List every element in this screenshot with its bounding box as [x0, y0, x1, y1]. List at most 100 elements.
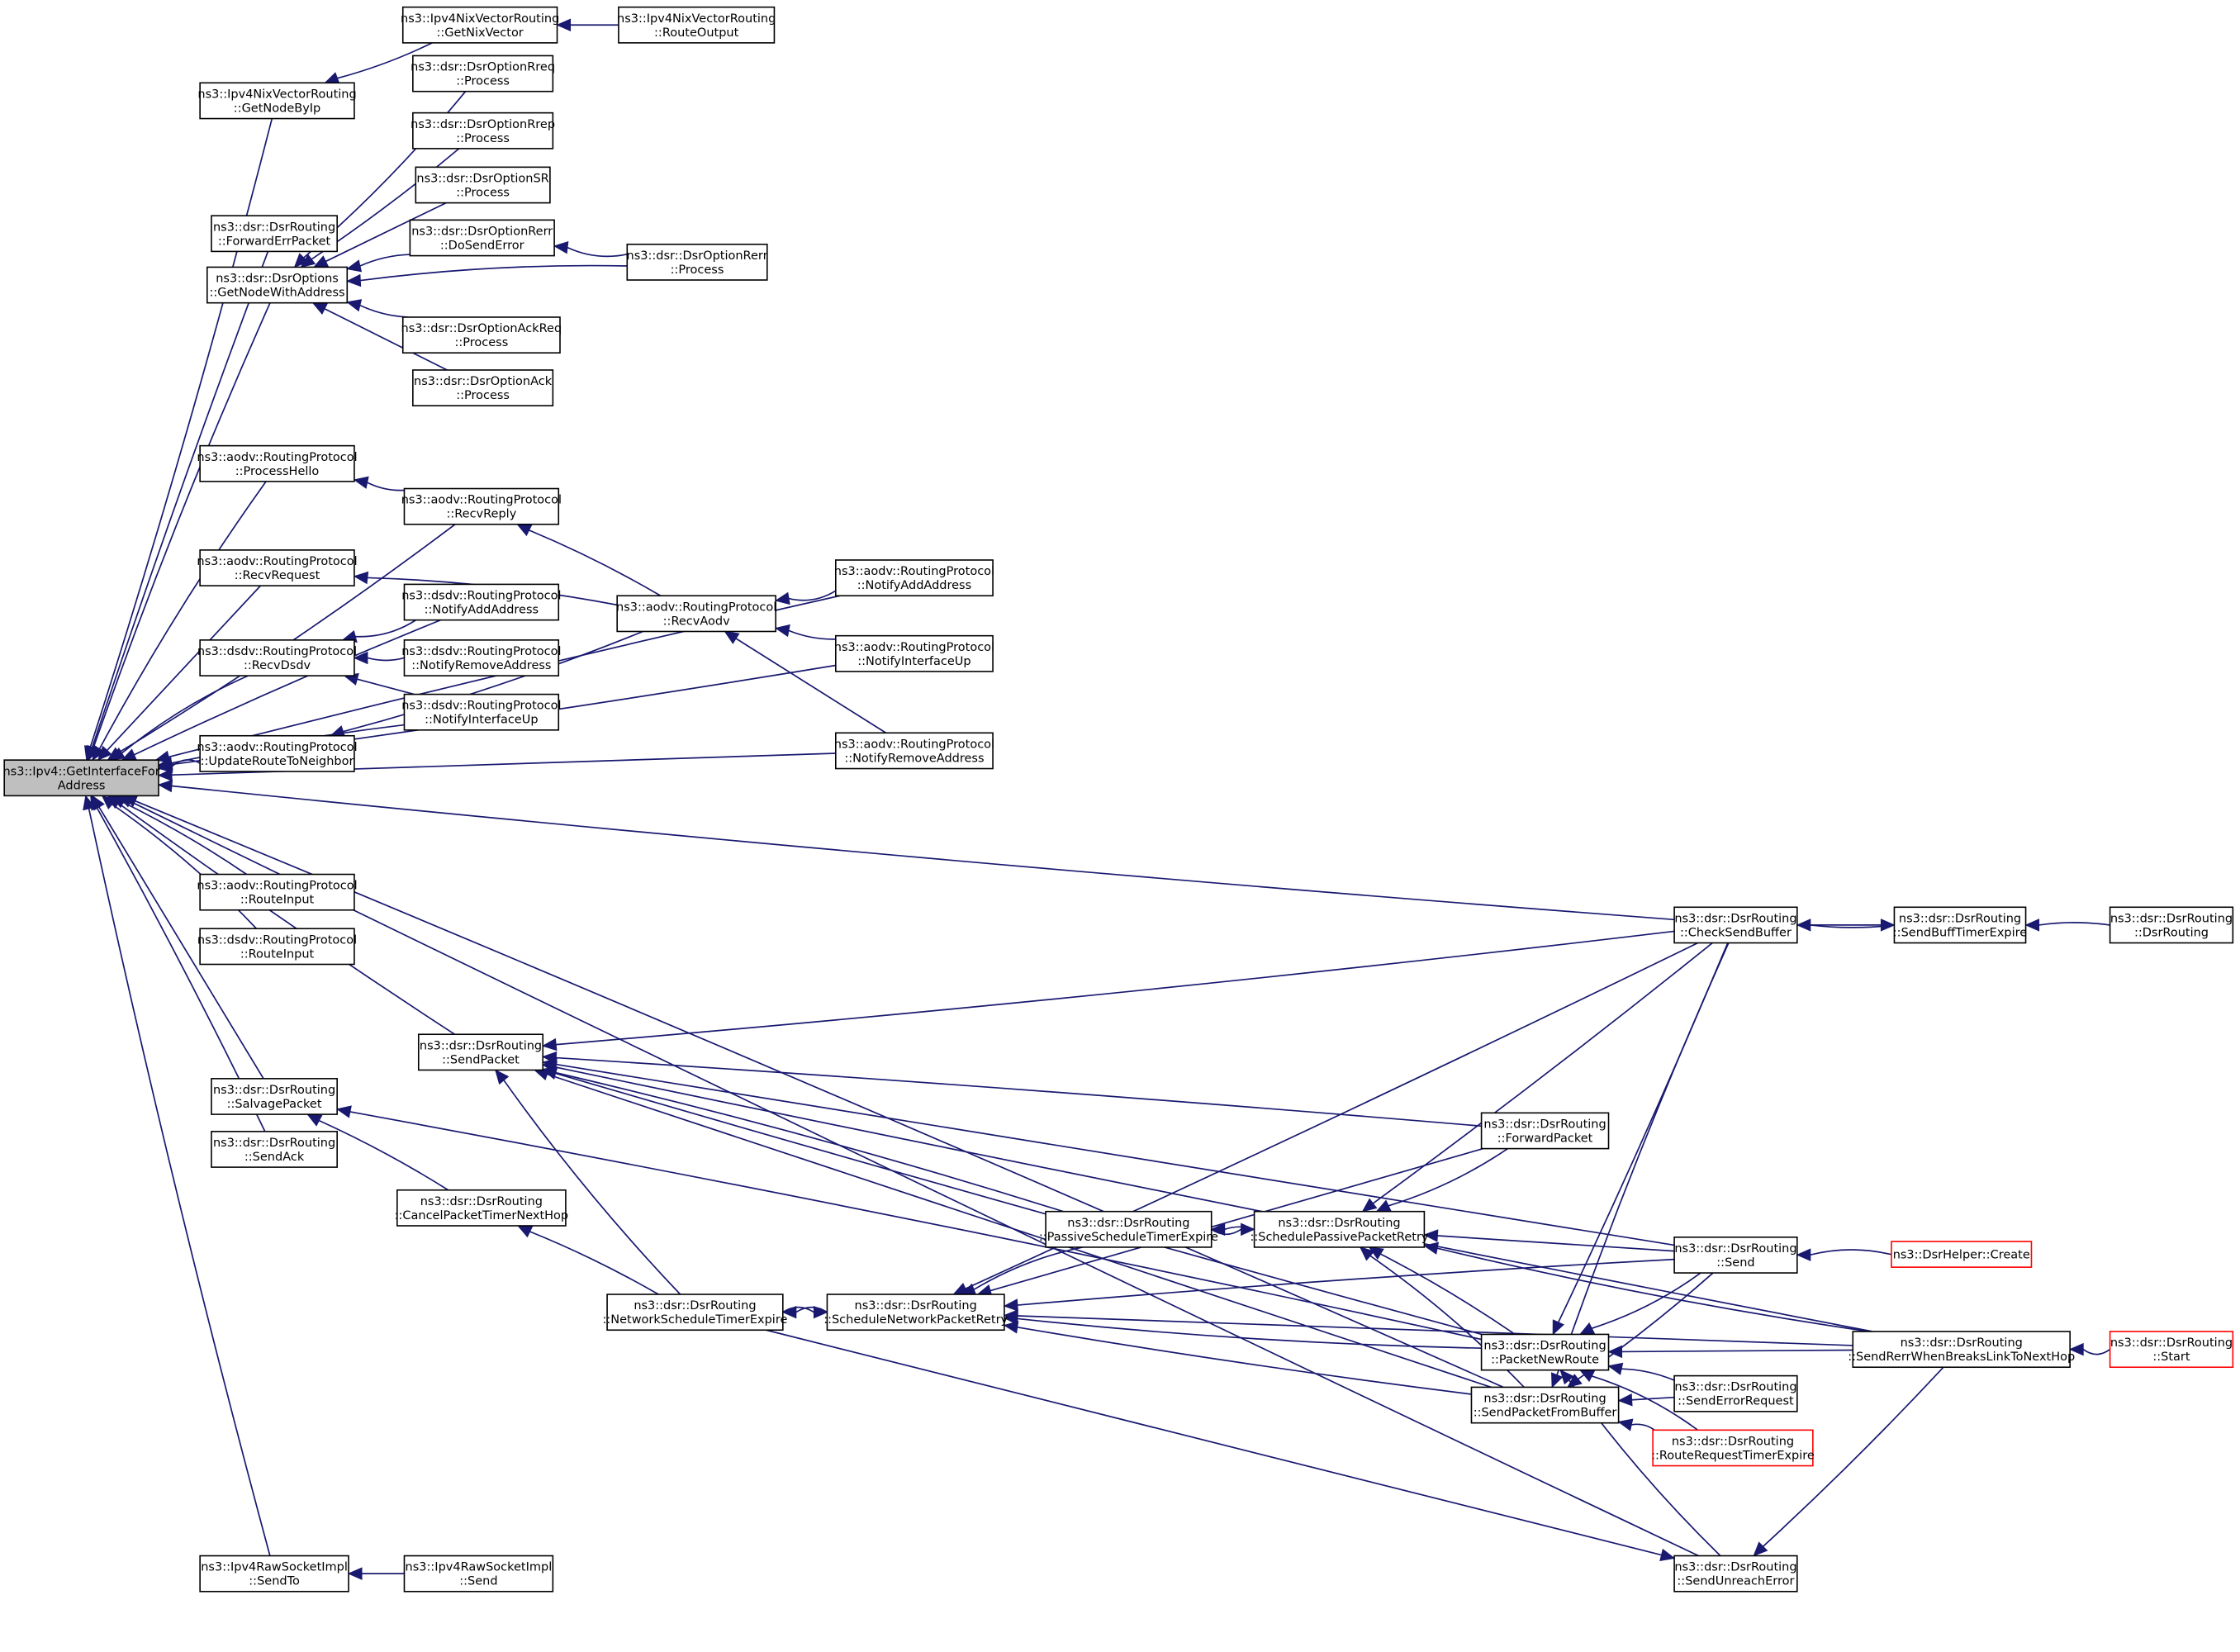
node-label: ns3::dsr::DsrRouting: [2110, 912, 2233, 925]
node-label: ns3::aodv::RoutingProtocol: [834, 641, 994, 654]
node-label: ::Process: [671, 263, 724, 277]
node-box: [1893, 906, 2027, 944]
function-node-ns3-dsr-dsrrouting-networkscheduletimerexpire[interactable]: ns3::dsr::DsrRouting::NetworkScheduleTim…: [602, 1294, 787, 1332]
node-box: [401, 316, 561, 354]
function-node-ns3-dsr-dsrrouting-salvagepacket[interactable]: ns3::dsr::DsrRouting::SalvagePacket: [211, 1078, 338, 1115]
function-node-ns3-dsdv-routingprotocol-recvdsdv[interactable]: ns3::dsdv::RoutingProtocol::RecvDsdv: [197, 639, 357, 676]
arrowhead-icon: [1617, 1418, 1634, 1431]
node-label: ::RouteInput: [240, 894, 315, 907]
arrowhead-icon: [157, 757, 173, 771]
edge-line: [788, 629, 836, 640]
function-node-ns3-dsr-dsrrouting-send[interactable]: ns3::dsr::DsrRouting::Send: [1673, 1237, 1798, 1274]
node-label: ::NetworkScheduleTimerExpire: [602, 1313, 787, 1327]
function-node-ns3-aodv-routingprotocol-updateroutetoneighbor[interactable]: ns3::aodv::RoutingProtocol::UpdateRouteT…: [197, 734, 358, 772]
function-node-ns3-ipv4nixvectorrouting-getnodebyip[interactable]: ns3::Ipv4NixVectorRouting::GetNodeByIp: [197, 82, 357, 120]
call-edge-recvdsdv-to-root: [109, 675, 249, 761]
function-node-ns3-dsr-dsrrouting-forwarderrpacket[interactable]: ns3::dsr::DsrRouting::ForwardErrPacket: [211, 215, 338, 253]
function-node-ns3-dsr-dsrrouting-passivescheduletimerexpire[interactable]: ns3::dsr::DsrRouting::PassiveScheduleTim…: [1039, 1210, 1218, 1248]
function-node-ns3-dsr-dsrrouting-sendpacket[interactable]: ns3::dsr::DsrRouting::SendPacket: [417, 1033, 544, 1071]
function-node-ns3-dsdv-routingprotocol-routeinput[interactable]: ns3::dsdv::RoutingProtocol::RouteInput: [197, 928, 357, 966]
node-box: [606, 1294, 784, 1332]
function-node-ns3-dsr-dsrrouting-sendunreacherror[interactable]: ns3::dsr::DsrRouting::SendUnreachError: [1673, 1555, 1798, 1593]
function-node-ns3-dsdv-routingprotocol-notifyremoveaddress[interactable]: ns3::dsdv::RoutingProtocol::NotifyRemove…: [401, 639, 562, 676]
function-node-ns3-dsr-dsrrouting-senderrorrequest[interactable]: ns3::dsr::DsrRouting::SendErrorRequest: [1673, 1374, 1798, 1412]
function-node-ns3-dsr-dsrrouting-schedulenetworkpacketretry[interactable]: ns3::dsr::DsrRouting::ScheduleNetworkPac…: [823, 1294, 1008, 1332]
function-node-ns3-dsr-dsrrouting-packetnewroute[interactable]: ns3::dsr::DsrRouting::PacketNewRoute: [1480, 1333, 1610, 1371]
call-edge-dsdvnotifyremove-to-recvdsdv: [353, 651, 405, 665]
edge-line: [556, 930, 1675, 1046]
node-box: [403, 487, 560, 525]
arrowhead-icon: [1567, 1374, 1583, 1389]
arrowhead-icon: [1423, 1241, 1440, 1255]
node-box: [412, 55, 554, 93]
arrowhead-icon: [346, 273, 362, 287]
edge-line: [112, 804, 258, 929]
call-edge-aodvnotifyremove-to-recvaodv: [724, 630, 887, 734]
function-node-ns3-dsr-dsroptionackreq-process[interactable]: ns3::dsr::DsrOptionAckReq::Process: [401, 316, 562, 354]
node-label: ns3::dsdv::RoutingProtocol: [401, 645, 561, 658]
node-label: ns3::Ipv4NixVectorRouting: [197, 88, 356, 101]
function-node-ns3-dsr-dsrrouting-cancelpackettimernexthop[interactable]: ns3::dsr::DsrRouting::CancelPacketTimerN…: [395, 1189, 569, 1227]
function-node-ns3-dsr-dsrrouting-sendrerrwhenbreakslinktonexthop[interactable]: ns3::dsr::DsrRouting::SendRerrWhenBreaks…: [1848, 1331, 2075, 1369]
function-node-ns3-dsr-dsrrouting-sendbufftimerexpire[interactable]: ns3::dsr::DsrRouting::SendBuffTimerExpir…: [1893, 906, 2027, 944]
function-node-ns3-dsdv-routingprotocol-notifyinterfaceup[interactable]: ns3::dsdv::RoutingProtocol::NotifyInterf…: [401, 693, 562, 731]
node-label: ns3::dsr::DsrRouting: [1483, 1340, 1606, 1353]
function-node-ns3-dsdv-routingprotocol-notifyaddaddress[interactable]: ns3::dsdv::RoutingProtocol::NotifyAddAdd…: [401, 583, 562, 621]
arrowhead-icon: [107, 795, 123, 809]
function-node-ns3-aodv-routingprotocol-recvreply[interactable]: ns3::aodv::RoutingProtocol::RecvReply: [401, 487, 562, 525]
call-edge-dsrroutingctor-to-sendbuffexpire: [2024, 919, 2110, 932]
call-edge-netschedexpire-to-sendunreach: [766, 1329, 1676, 1561]
edge-line: [503, 1080, 681, 1295]
function-node-ns3-dsr-dsrrouting-dsrrouting[interactable]: ns3::dsr::DsrRouting::DsrRouting: [2109, 906, 2234, 944]
node-label: ns3::dsr::DsrRouting: [213, 1137, 335, 1150]
function-node-ns3-dsr-dsroptionrreq-process[interactable]: ns3::dsr::DsrOptionRreq::Process: [411, 55, 555, 93]
function-node-ns3-dsr-dsrrouting-start[interactable]: ns3::dsr::DsrRouting::Start: [2109, 1331, 2234, 1369]
node-box: [206, 266, 349, 304]
node-box: [409, 219, 555, 257]
function-node-ns3-dsr-dsrrouting-checksendbuffer[interactable]: ns3::dsr::DsrRouting::CheckSendBuffer: [1673, 906, 1798, 944]
edge-line: [735, 638, 887, 734]
edge-line: [98, 481, 267, 749]
function-node-ns3-ipv4nixvectorrouting-routeoutput[interactable]: ns3::Ipv4NixVectorRouting::RouteOutput: [617, 6, 776, 44]
function-node-ns3-dsr-dsroptionack-process[interactable]: ns3::dsr::DsrOptionAck::Process: [412, 369, 554, 407]
function-node-ns3-ipv4rawsocketimpl-send[interactable]: ns3::Ipv4RawSocketImpl::Send: [403, 1555, 554, 1593]
function-node-ns3-aodv-routingprotocol-notifyremoveaddress[interactable]: ns3::aodv::RoutingProtocol::NotifyRemove…: [834, 732, 994, 770]
function-node-ns3-aodv-routingprotocol-notifyaddaddress[interactable]: ns3::aodv::RoutingProtocol::NotifyAddAdd…: [834, 559, 994, 597]
function-node-ns3-dsr-dsroptions-getnodewithaddress[interactable]: ns3::dsr::DsrOptions::GetNodeWithAddress: [206, 266, 349, 304]
function-node-ns3-dsr-dsrrouting-routerequesttimerexpire[interactable]: ns3::dsr::DsrRouting::RouteRequestTimerE…: [1651, 1429, 1815, 1467]
call-edge-aodvnotifyadd-to-recvaodv: [774, 590, 837, 605]
function-node-ns3-dsr-dsroptionrerr-process[interactable]: ns3::dsr::DsrOptionRerr::Process: [626, 243, 768, 281]
function-node-ns3-dsr-dsrrouting-sendpacketfrombuffer[interactable]: ns3::dsr::DsrRouting::SendPacketFromBuff…: [1470, 1386, 1620, 1424]
node-box: [826, 1294, 1005, 1332]
arrowhead-icon: [1659, 1548, 1676, 1561]
function-node-ns3-ipv4rawsocketimpl-sendto[interactable]: ns3::Ipv4RawSocketImpl::SendTo: [199, 1555, 349, 1593]
function-node-ns3-ipv4nixvectorrouting-getnixvector[interactable]: ns3::Ipv4NixVectorRouting::GetNixVector: [401, 6, 559, 44]
edge-line: [1211, 1228, 1242, 1236]
function-node-ns3-dsr-dsrrouting-schedulepassivepacketretry[interactable]: ns3::dsr::DsrRouting::SchedulePassivePac…: [1250, 1210, 1429, 1248]
function-node-ns3-dsr-dsrrouting-sendack[interactable]: ns3::dsr::DsrRouting::SendAck: [211, 1131, 338, 1168]
arrowhead-icon: [83, 795, 96, 811]
call-edge-rawsendto-to-root: [83, 795, 271, 1556]
function-node-ns3-dsr-dsroptionrerr-dosenderror[interactable]: ns3::dsr::DsrOptionRerr::DoSendError: [409, 219, 555, 257]
function-node-ns3-dsrhelper-create[interactable]: ns3::DsrHelper::Create: [1891, 1241, 2033, 1268]
function-node-ns3-aodv-routingprotocol-notifyinterfaceup[interactable]: ns3::aodv::RoutingProtocol::NotifyInterf…: [834, 634, 994, 672]
node-label: ns3::dsr::DsrOptionRerr: [411, 225, 553, 238]
node-label: ns3::aodv::RoutingProtocol: [401, 494, 562, 507]
node-label: ns3::dsr::DsrOptionSR: [416, 172, 548, 185]
function-node-ns3-aodv-routingprotocol-processhello[interactable]: ns3::aodv::RoutingProtocol::ProcessHello: [197, 444, 358, 482]
edge-line: [1017, 1258, 1675, 1306]
node-label: ns3::Ipv4NixVectorRouting: [401, 12, 559, 26]
function-node-ns3-dsr-dsrrouting-forwardpacket[interactable]: ns3::dsr::DsrRouting::ForwardPacket: [1480, 1112, 1610, 1150]
function-node-ns3-aodv-routingprotocol-recvrequest[interactable]: ns3::aodv::RoutingProtocol::RecvRequest: [197, 549, 358, 586]
edge-line: [2082, 1348, 2111, 1355]
function-node-ns3-dsr-dsroptionsr-process[interactable]: ns3::dsr::DsrOptionSR::Process: [415, 166, 551, 204]
function-node-ns3-aodv-routingprotocol-routeinput[interactable]: ns3::aodv::RoutingProtocol::RouteInput: [197, 873, 358, 911]
function-node-ns3-aodv-routingprotocol-recvaodv[interactable]: ns3::aodv::RoutingProtocol::RecvAodv: [616, 595, 776, 633]
function-node-ns3-dsr-dsroptionrrep-process[interactable]: ns3::dsr::DsrOptionRrep::Process: [411, 112, 555, 150]
arrowhead-icon: [1796, 1248, 1811, 1261]
node-label: ::Process: [454, 336, 508, 349]
node-label: ::ForwardPacket: [1497, 1132, 1593, 1145]
call-edge-forwardpacket-to-schedpassiveretry: [1375, 1147, 1508, 1213]
node-box: [415, 166, 551, 204]
